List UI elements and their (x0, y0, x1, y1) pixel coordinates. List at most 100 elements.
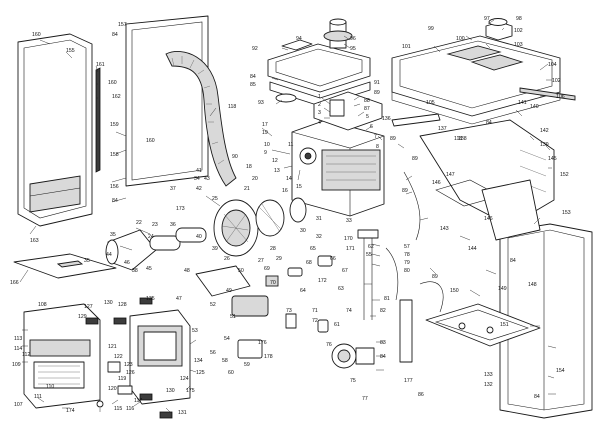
boiler-frame (499, 223, 593, 419)
callout-13: 13 (274, 168, 280, 174)
callout-69: 69 (264, 266, 270, 272)
callout-94: 94 (296, 36, 302, 42)
callout-119: 119 (118, 376, 126, 382)
callout-31: 31 (316, 216, 322, 222)
callout-127: 127 (84, 304, 93, 310)
callout-4: 4 (318, 120, 321, 126)
callout-22: 22 (136, 220, 142, 226)
callout-74: 74 (346, 308, 352, 314)
callout-55: 55 (366, 252, 372, 258)
callout-173: 173 (176, 206, 185, 212)
callout-118-b: 118 (454, 136, 462, 142)
callout-84-g: 84 (534, 394, 540, 400)
callout-88: 88 (364, 98, 370, 104)
callout-113: 113 (14, 336, 22, 342)
callout-159: 159 (110, 122, 119, 128)
callout-160-c: 160 (146, 138, 155, 144)
callout-132: 132 (484, 382, 493, 388)
control-box-pcb (129, 309, 191, 405)
callout-75: 75 (350, 378, 356, 384)
callout-72: 72 (312, 318, 318, 324)
callout-89: 89 (374, 90, 380, 96)
callout-156: 156 (110, 184, 119, 190)
callout-26: 26 (224, 256, 230, 262)
callout-71: 71 (312, 308, 318, 314)
callout-125: 125 (196, 370, 205, 376)
callout-110: 110 (46, 384, 54, 390)
callout-157: 157 (118, 22, 127, 28)
callout-126: 126 (126, 370, 135, 376)
callout-70: 70 (270, 280, 276, 286)
venturi-inlet (105, 227, 207, 271)
callout-59: 59 (244, 362, 250, 368)
callout-139: 139 (540, 142, 549, 148)
callout-162: 162 (112, 94, 121, 100)
callout-108: 108 (38, 302, 47, 308)
callout-35-b: 35 (84, 258, 90, 264)
callout-42: 42 (196, 186, 202, 192)
callout-151: 151 (500, 322, 509, 328)
callout-135: 135 (146, 296, 155, 302)
callout-142: 142 (540, 128, 549, 134)
callout-9: 9 (264, 150, 267, 156)
callout-46: 46 (124, 260, 130, 266)
callout-130: 130 (104, 300, 113, 306)
callout-6: 6 (370, 124, 373, 130)
callout-90: 90 (232, 154, 238, 160)
side-trim-strip (95, 67, 101, 173)
callout-78: 78 (404, 252, 410, 258)
heat-exchanger (291, 119, 385, 217)
callout-134: 134 (194, 358, 203, 364)
callout-152: 152 (560, 172, 569, 178)
callout-50: 50 (238, 268, 244, 274)
callout-171: 171 (346, 246, 355, 252)
callout-24: 24 (148, 234, 154, 240)
callout-177: 177 (404, 378, 413, 384)
callout-124: 124 (180, 376, 189, 382)
callout-48: 48 (184, 268, 190, 274)
callout-66: 66 (330, 256, 336, 262)
callout-18: 18 (246, 164, 252, 170)
callout-44: 44 (106, 252, 112, 258)
callout-86: 86 (418, 392, 424, 398)
callout-39: 39 (212, 246, 218, 252)
callout-35: 35 (110, 232, 116, 238)
callout-47: 47 (176, 296, 182, 302)
callout-141: 141 (518, 100, 527, 106)
callout-84-d: 84 (380, 354, 386, 360)
callout-81: 81 (384, 296, 390, 302)
callout-101: 101 (402, 44, 411, 50)
callout-114: 114 (14, 346, 22, 352)
callout-131: 131 (178, 410, 187, 416)
callout-112: 112 (22, 352, 30, 358)
callout-155: 155 (66, 48, 75, 54)
callout-92: 92 (252, 46, 258, 52)
water-pipes (357, 171, 444, 363)
base-plate-166 (13, 253, 117, 279)
callout-163: 163 (30, 238, 39, 244)
callout-40: 40 (196, 234, 202, 240)
callout-67: 67 (342, 268, 348, 274)
callout-43: 43 (204, 176, 210, 182)
callout-84: 84 (250, 74, 256, 80)
pump (331, 343, 375, 369)
callout-97: 97 (484, 16, 490, 22)
callout-84-b: 84 (112, 32, 118, 38)
callout-138: 138 (458, 136, 467, 142)
callout-12: 12 (272, 158, 278, 164)
callout-29: 29 (276, 256, 282, 262)
callout-62: 62 (368, 244, 374, 250)
callout-116: 116 (126, 406, 134, 412)
callout-65: 65 (310, 246, 316, 252)
callout-154: 154 (556, 368, 565, 374)
callout-140: 140 (530, 104, 539, 110)
callout-96: 96 (350, 36, 356, 42)
callout-10: 10 (264, 142, 270, 148)
callout-160: 160 (32, 32, 41, 38)
callout-23: 23 (152, 222, 158, 228)
callout-34: 34 (194, 176, 200, 182)
callout-161: 161 (96, 62, 105, 68)
pcb-small-parts (85, 297, 173, 419)
